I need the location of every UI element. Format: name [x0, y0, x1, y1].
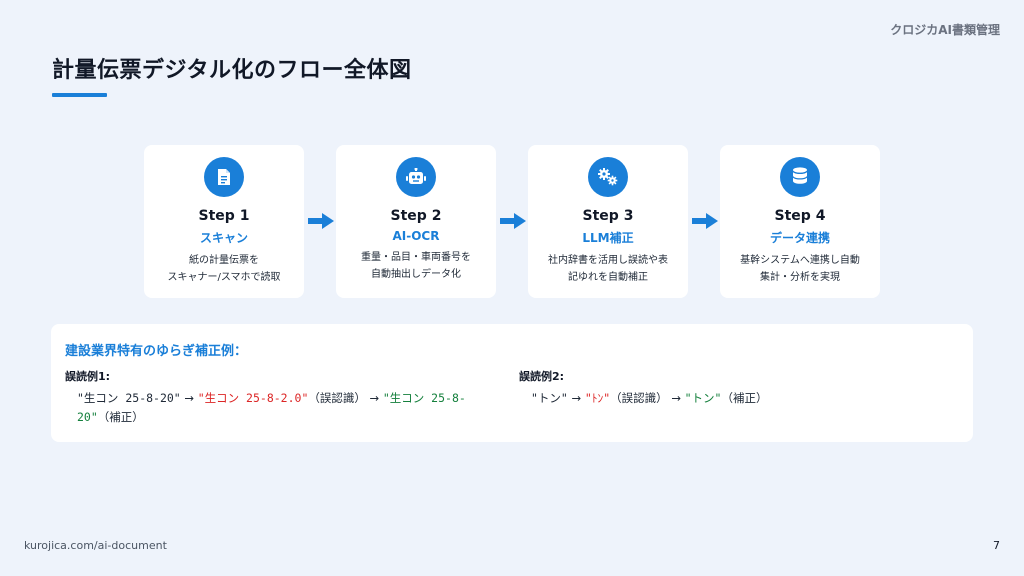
step-number: Step 4	[774, 208, 826, 224]
flow-steps: Step 1 スキャン 紙の計量伝票を スキャナー/スマホで読取 Step 2 …	[144, 145, 880, 298]
step-card-2: Step 2 AI-OCR 重量・品目・車両番号を 自動抽出しデータ化	[336, 145, 496, 298]
arrow-text: →	[180, 391, 198, 405]
arrow-text: →	[567, 391, 585, 405]
arrow-text: →	[667, 391, 685, 405]
robot-icon	[396, 157, 436, 197]
page-number: 7	[993, 539, 1000, 552]
example-line: "トン" → "ﾄﾝ"（誤認識） → "トン"（補正）	[519, 389, 959, 408]
step-description: 重量・品目・車両番号を 自動抽出しデータ化	[361, 252, 471, 280]
step-card-4: Step 4 データ連携 基幹システムへ連携し自動 集計・分析を実現	[720, 145, 880, 298]
correction-examples-panel: 建設業界特有のゆらぎ補正例： 誤読例1: "生コン 25-8-20" → "生コ…	[51, 324, 973, 442]
misread-note: （誤認識）	[610, 391, 668, 405]
misread-text: "ﾄﾝ"	[584, 391, 611, 405]
arrow-right-icon	[500, 213, 526, 229]
corrected-note: （補正）	[721, 391, 768, 405]
original-text: "トン"	[531, 391, 568, 405]
step-number: Step 3	[582, 208, 634, 224]
step-name: スキャン	[199, 231, 248, 245]
database-icon	[780, 157, 820, 197]
document-icon	[204, 157, 244, 197]
example-label: 誤読例2:	[519, 370, 565, 383]
corrected-text: "トン"	[684, 391, 722, 405]
gears-icon	[588, 157, 628, 197]
brand-label: クロジカAI書類管理	[890, 23, 1000, 37]
step-description: 紙の計量伝票を スキャナー/スマホで読取	[167, 255, 281, 283]
step-description: 社内辞書を活用し誤読や表 記ゆれを自動補正	[548, 255, 668, 283]
step-name: LLM補正	[582, 231, 634, 245]
misread-note: （誤認識）	[308, 391, 366, 405]
example-line: "生コン 25-8-20" → "生コン 25-8-2.0"（誤認識） → "生…	[65, 389, 495, 427]
step-number: Step 2	[390, 208, 442, 224]
step-card-3: Step 3 LLM補正 社内辞書を活用し誤読や表 記ゆれを自動補正	[528, 145, 688, 298]
original-text: "生コン 25-8-20"	[77, 391, 181, 405]
corrected-note: （補正）	[97, 410, 144, 424]
step-card-1: Step 1 スキャン 紙の計量伝票を スキャナー/スマホで読取	[144, 145, 304, 298]
footer-url: kurojica.com/ai-document	[24, 539, 167, 552]
misread-text: "生コン 25-8-2.0"	[197, 391, 309, 405]
step-name: データ連携	[769, 231, 830, 245]
arrow-right-icon	[308, 213, 334, 229]
example-1: 誤読例1: "生コン 25-8-20" → "生コン 25-8-2.0"（誤認識…	[65, 368, 495, 427]
corrected-text: "生コン 25-8-20"	[77, 391, 466, 424]
arrow-right-icon	[692, 213, 718, 229]
examples-heading: 建設業界特有のゆらぎ補正例：	[65, 344, 248, 359]
page-title: 計量伝票デジタル化のフロー全体図	[52, 58, 412, 83]
step-number: Step 1	[198, 208, 250, 224]
title-underline	[52, 93, 107, 97]
example-label: 誤読例1:	[65, 370, 111, 383]
example-2: 誤読例2: "トン" → "ﾄﾝ"（誤認識） → "トン"（補正）	[519, 368, 959, 408]
step-description: 基幹システムへ連携し自動 集計・分析を実現	[740, 255, 860, 283]
step-name: AI-OCR	[392, 229, 440, 243]
arrow-text: →	[365, 391, 383, 405]
